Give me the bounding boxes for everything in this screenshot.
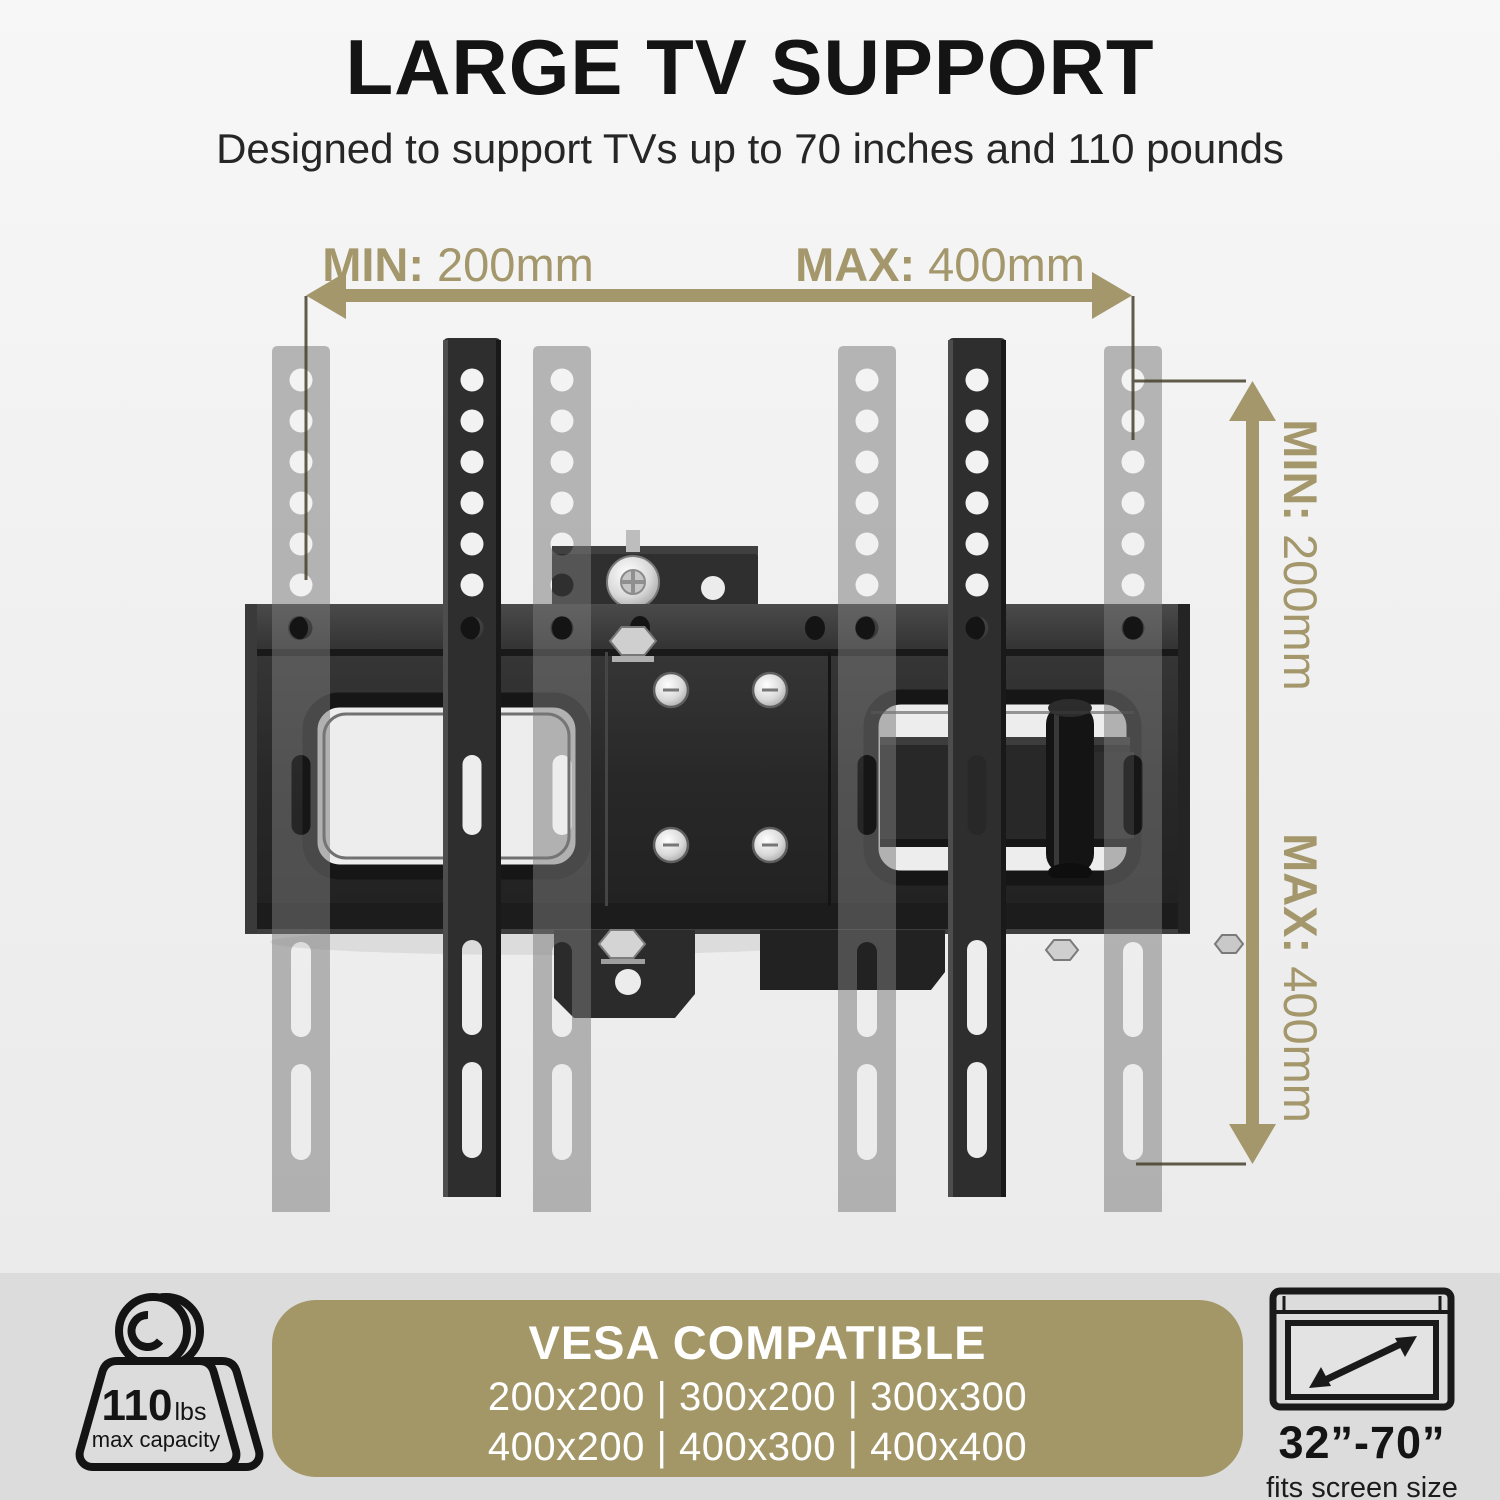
dimension-annotations: MIN:200mm MAX:400mm MIN:200mm MAX:400mm: [304, 238, 1327, 1166]
horizontal-min-label: MIN:200mm: [322, 238, 594, 291]
diagonal-arrow-icon: [1317, 1337, 1409, 1387]
vertical-min-label: MIN:200mm: [1274, 419, 1327, 691]
header: LARGE TV SUPPORT Designed to support TVs…: [0, 0, 1500, 173]
horizontal-max-label: MAX:400mm: [795, 238, 1085, 291]
hex-nut-top: [608, 626, 658, 656]
vertical-max-label: MAX:400mm: [1274, 833, 1327, 1123]
bolt-shaft: [626, 530, 640, 552]
vertical-dimension-arrow: [1246, 419, 1259, 1126]
hex-nut-bottom: [597, 929, 647, 959]
screen-size-caption: fits screen size: [1266, 1472, 1458, 1500]
page-title: LARGE TV SUPPORT: [345, 23, 1155, 111]
vesa-banner: VESA COMPATIBLE 200x200 | 300x200 | 300x…: [272, 1300, 1243, 1477]
tv-mount-illustration: MIN:200mm MAX:400mm MIN:200mm MAX:400mm: [245, 238, 1327, 1212]
weight-caption-text: max capacity: [92, 1427, 220, 1452]
wall-plate: [245, 604, 1190, 955]
horizontal-dimension-arrow: [342, 289, 1094, 302]
weight-handle-hole: [127, 1310, 164, 1351]
weight-body: [75, 1357, 241, 1471]
vesa-title: VESA COMPATIBLE: [528, 1316, 987, 1369]
tv-screen-icon: [1269, 1287, 1455, 1411]
weight-capacity-icon: 110lbs max capacity: [75, 1293, 264, 1471]
vesa-sizes-line-1: 200x200 | 300x200 | 300x300: [487, 1375, 1028, 1419]
weight-value-text: 110lbs: [102, 1381, 207, 1430]
bottom-band: 110lbs max capacity VESA COMPATIBLE 200x…: [0, 1273, 1500, 1500]
arm-pivot: [1046, 704, 1094, 874]
screen-size-range: 32”-70”: [1278, 1417, 1446, 1468]
screen-size-badge: 32”-70” fits screen size: [1252, 1285, 1472, 1500]
page-subtitle: Designed to support TVs up to 70 inches …: [216, 125, 1284, 172]
vesa-sizes-line-2: 400x200 | 400x300 | 400x400: [487, 1425, 1028, 1469]
